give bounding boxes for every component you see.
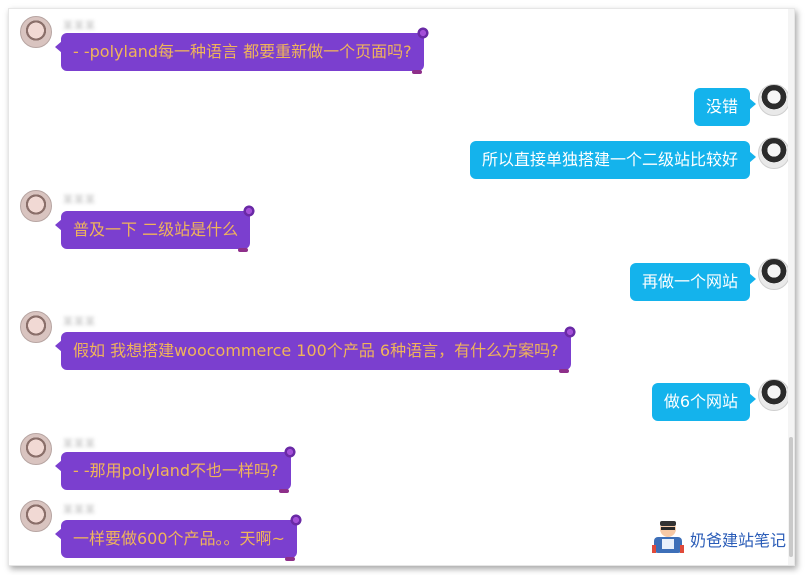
sender-name: 某某某	[63, 195, 96, 206]
bubble-decoration-icon	[411, 70, 422, 74]
mascot-icon	[650, 515, 686, 555]
watermark: 奶爸建站笔记	[650, 515, 786, 555]
sender-name: 某某某	[63, 505, 96, 516]
bubble-decoration-icon	[284, 557, 295, 561]
message-text: 普及一下 二级站是什么	[73, 220, 239, 239]
avatar[interactable]	[758, 137, 790, 169]
message-bubble[interactable]: 普及一下 二级站是什么	[54, 202, 259, 252]
message-text: 没错	[705, 97, 738, 116]
sender-name: 某某某	[63, 317, 96, 328]
message-bubble[interactable]: 没错	[693, 88, 757, 126]
message-bubble[interactable]: 假如 我想搭建woocommerce 100个产品 6种语言，有什么方案吗?	[55, 323, 579, 373]
bubble-decoration-icon	[560, 323, 579, 341]
chat-window: 某某某 - -polyland每一种语言 都要重新做一个页面吗? 没错 所以直接…	[8, 8, 795, 566]
message-text: 一样要做600个产品。。天啊~	[73, 529, 285, 548]
message-bubble[interactable]: - -那用polyland不也一样吗?	[55, 443, 299, 493]
avatar[interactable]	[758, 84, 790, 116]
sender-name: 某某某	[63, 21, 96, 32]
bubble-decoration-icon	[240, 202, 259, 220]
bubble-decoration-icon	[558, 369, 569, 373]
bubble-decoration-icon	[286, 511, 305, 529]
message-bubble[interactable]: 做6个网站	[651, 383, 757, 421]
bubble-decoration-icon	[413, 24, 432, 42]
message-text: - -那用polyland不也一样吗?	[73, 461, 279, 480]
message-bubble[interactable]: 所以直接单独搭建一个二级站比较好	[469, 141, 757, 179]
avatar[interactable]	[758, 258, 790, 290]
watermark-text: 奶爸建站笔记	[689, 531, 786, 550]
bubble-decoration-icon	[238, 248, 249, 252]
avatar[interactable]	[758, 379, 790, 411]
message-text: - -polyland每一种语言 都要重新做一个页面吗?	[73, 42, 412, 61]
bubble-decoration-icon	[278, 489, 289, 493]
scrollbar-thumb[interactable]	[789, 437, 793, 557]
message-text: 再做一个网站	[641, 272, 738, 291]
message-text: 所以直接单独搭建一个二级站比较好	[481, 150, 738, 169]
avatar[interactable]	[20, 190, 52, 222]
avatar[interactable]	[20, 500, 52, 532]
bubble-decoration-icon	[280, 443, 299, 461]
sender-name: 某某某	[63, 439, 96, 450]
message-text: 做6个网站	[663, 392, 738, 411]
message-bubble[interactable]: 一样要做600个产品。。天啊~	[55, 511, 305, 561]
avatar[interactable]	[20, 311, 52, 343]
message-bubble[interactable]: - -polyland每一种语言 都要重新做一个页面吗?	[55, 24, 432, 74]
avatar[interactable]	[20, 16, 52, 48]
message-bubble[interactable]: 再做一个网站	[629, 263, 757, 301]
message-text: 假如 我想搭建woocommerce 100个产品 6种语言，有什么方案吗?	[73, 341, 559, 360]
scrollbar[interactable]	[788, 9, 794, 565]
avatar[interactable]	[20, 433, 52, 465]
